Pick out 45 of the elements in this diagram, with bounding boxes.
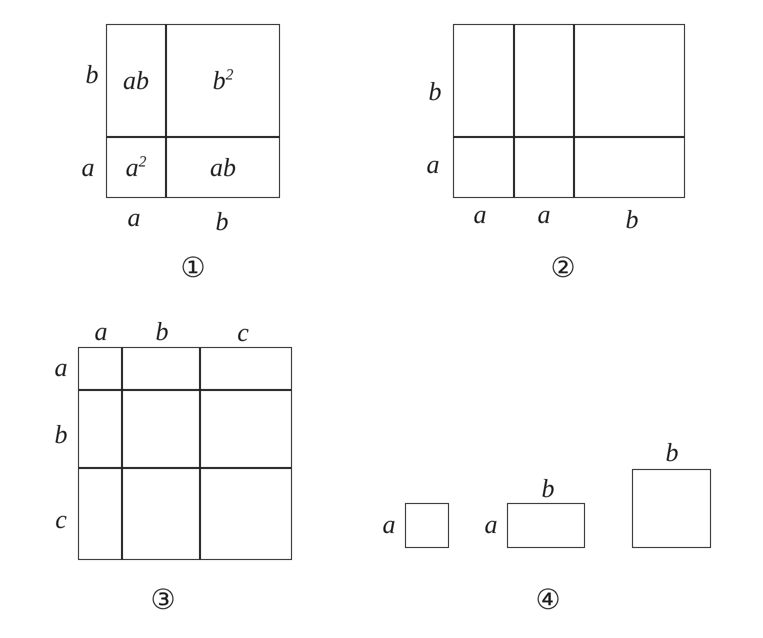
side-length-label: b (156, 319, 168, 345)
area-rectangle: ab (166, 137, 280, 198)
area-rectangle (200, 468, 292, 560)
area-rectangle (514, 137, 574, 198)
figure-number: ③ (150, 586, 176, 614)
figure-number: ① (180, 254, 206, 282)
area-rectangle (453, 137, 514, 198)
area-rectangle (122, 468, 200, 560)
area-rectangle: b$^{2}$ (166, 24, 280, 137)
area-rectangle (574, 137, 685, 198)
area-rectangle: a$^{2}$ (106, 137, 166, 198)
side-length-label: b (666, 440, 678, 466)
area-rectangle (574, 24, 685, 137)
side-length-label: b (216, 209, 228, 235)
side-length-label: b (54, 422, 68, 448)
side-length-label: a (94, 319, 108, 345)
side-length-label: c (237, 320, 249, 346)
side-length-label: a (484, 512, 498, 538)
area-rectangle (453, 24, 514, 137)
area-rectangle (405, 503, 449, 548)
area-rectangle (507, 503, 585, 548)
area-rectangle (122, 347, 200, 390)
side-length-label: a (382, 512, 396, 538)
area-rectangle (200, 347, 292, 390)
side-length-label: b (86, 62, 98, 88)
figure-number: ④ (535, 586, 561, 614)
area-rectangle (514, 24, 574, 137)
side-length-label: b (626, 207, 638, 233)
area-rectangle (78, 390, 122, 468)
area-rectangle (200, 390, 292, 468)
area-rectangle (78, 347, 122, 390)
figure-number: ② (550, 254, 576, 282)
area-rectangle: ab (106, 24, 166, 137)
side-length-label: a (426, 152, 440, 178)
area-rectangle (122, 390, 200, 468)
side-length-label: a (538, 202, 550, 228)
side-length-label: a (54, 355, 68, 381)
side-length-label: a (474, 202, 486, 228)
side-length-label: a (128, 205, 140, 231)
area-rectangle (78, 468, 122, 560)
side-length-label: b (542, 476, 554, 502)
side-length-label: c (55, 507, 67, 533)
area-rectangle (632, 469, 711, 548)
side-length-label: a (82, 155, 94, 181)
side-length-label: b (428, 79, 442, 105)
